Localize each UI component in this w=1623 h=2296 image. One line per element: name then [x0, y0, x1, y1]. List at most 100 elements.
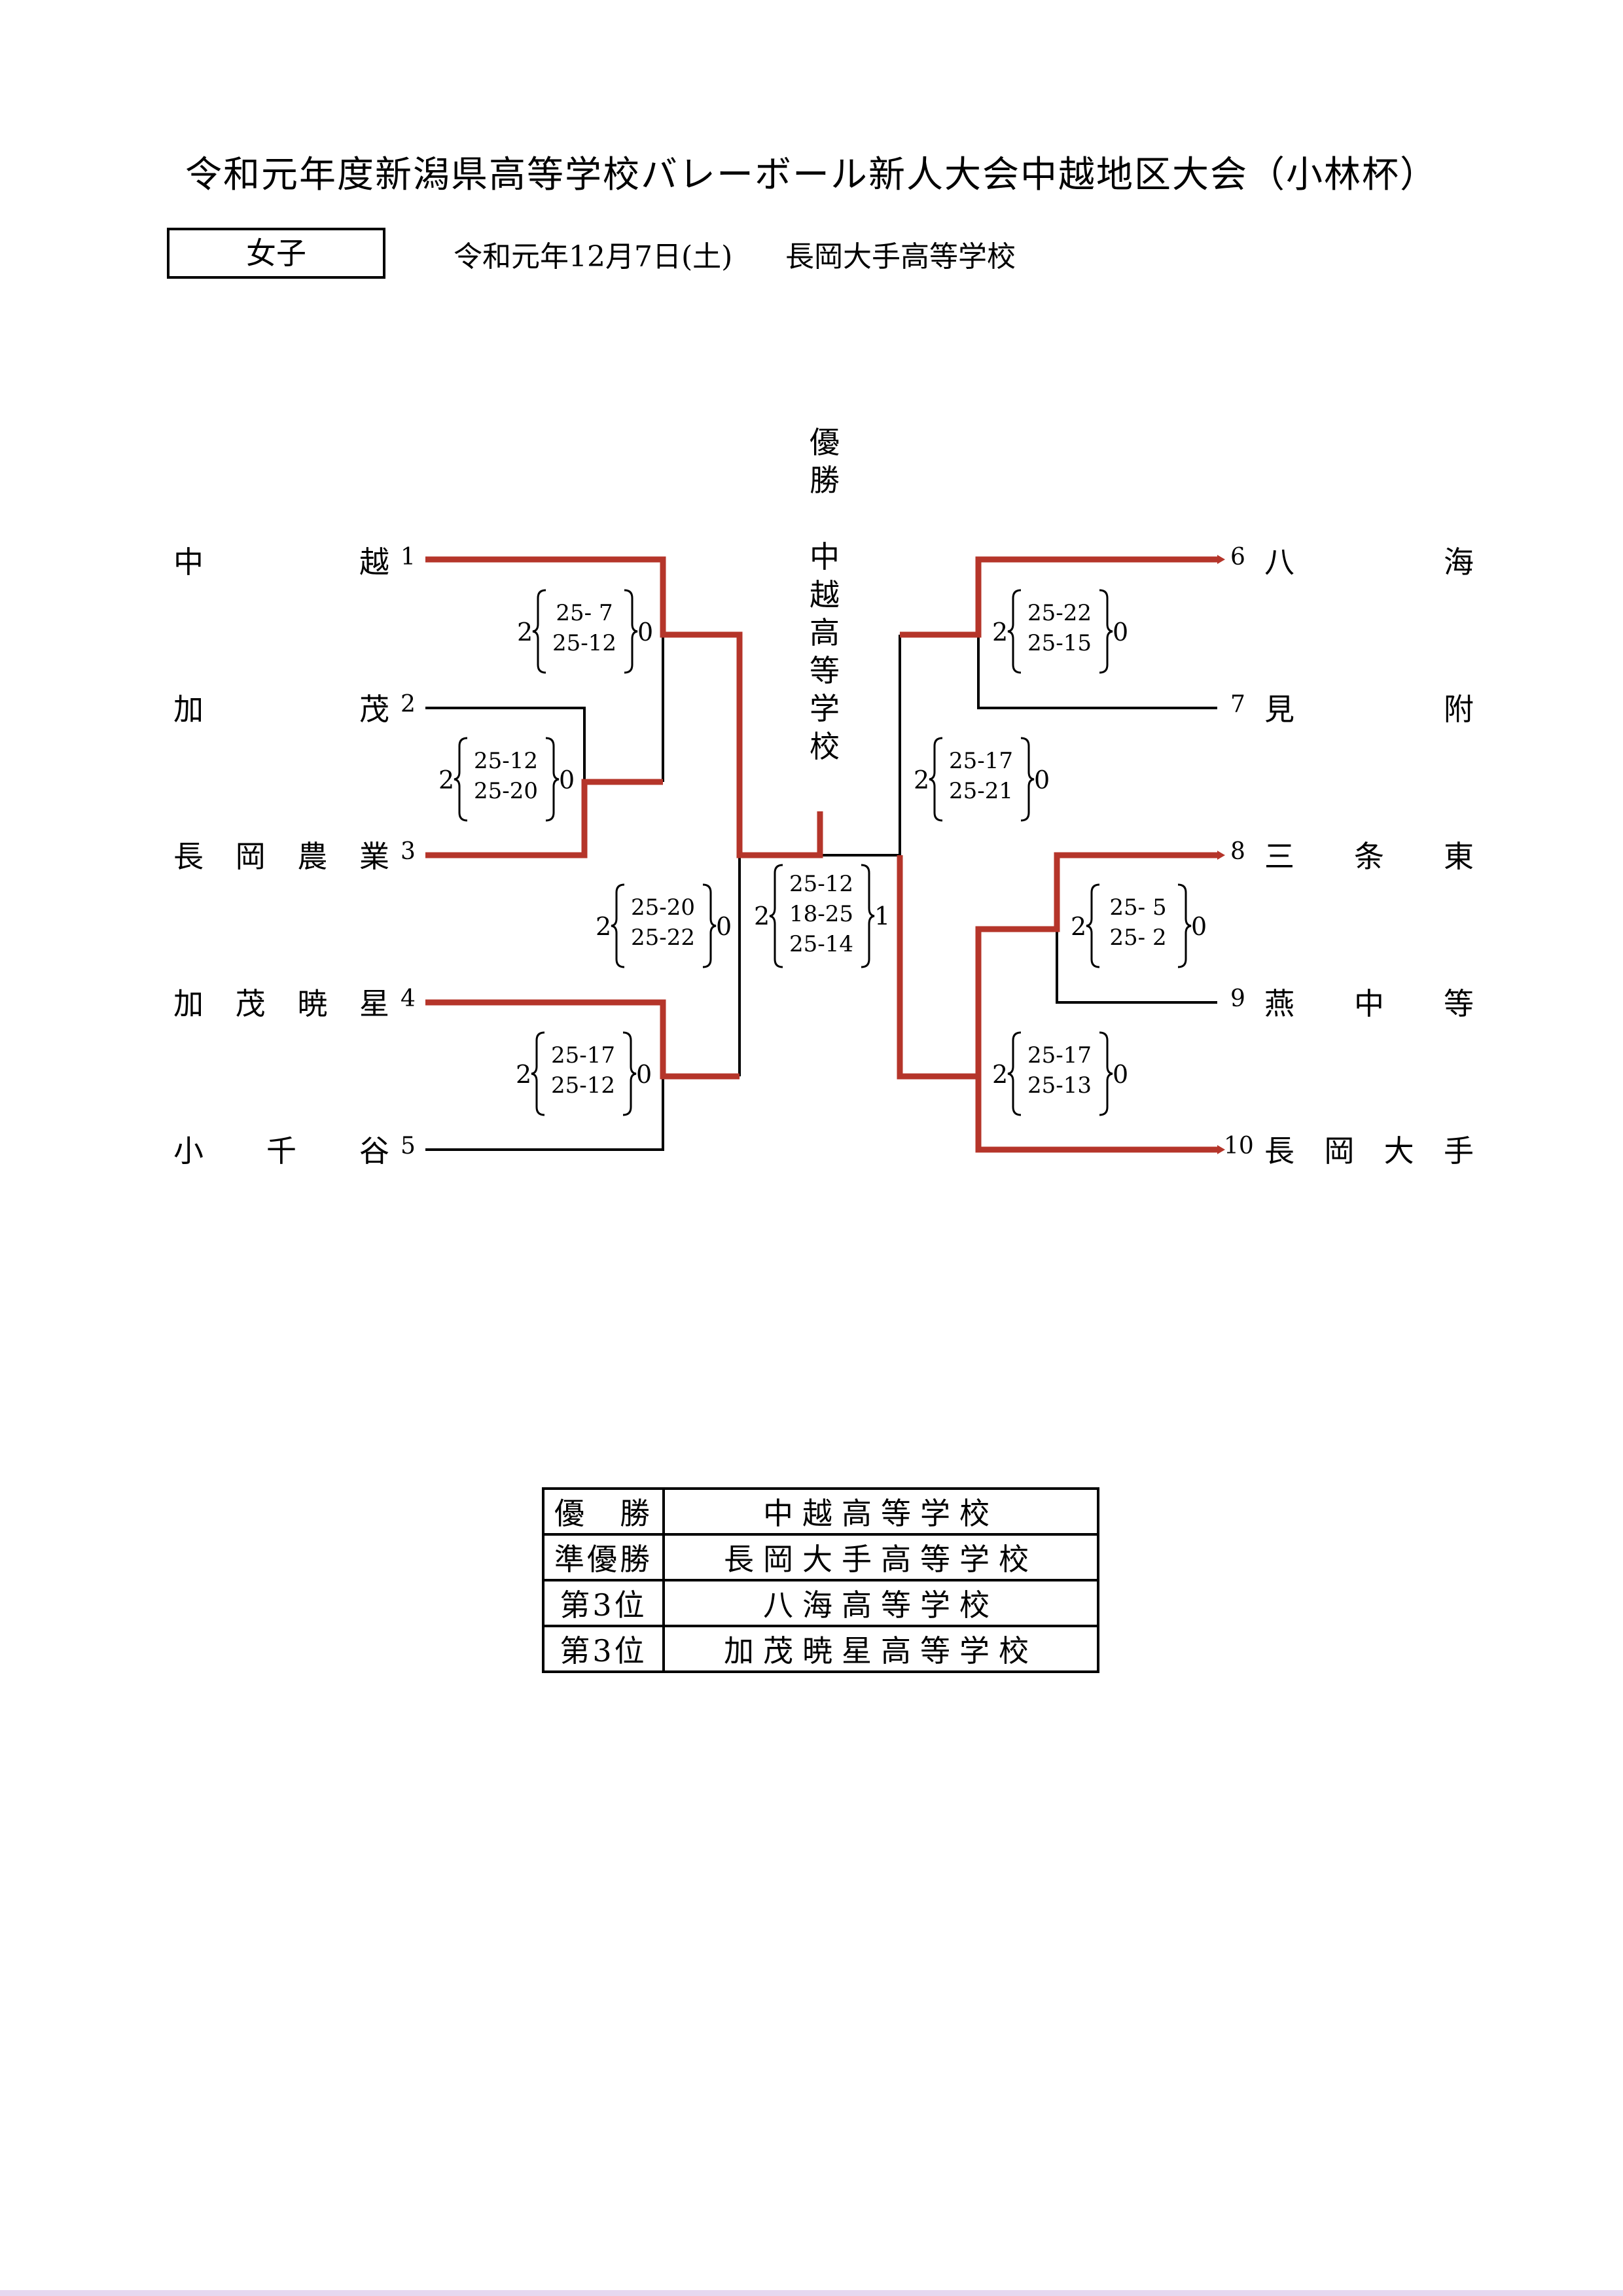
brace-left-icon	[532, 589, 546, 674]
bracket-line	[897, 855, 978, 1080]
games-won: 2	[1071, 912, 1087, 941]
team-right-8: 三 条 東	[1264, 833, 1474, 876]
team-left-2: 加 茂	[173, 686, 389, 729]
bracket-arrow-heads	[1217, 555, 1225, 1154]
set-score: 25-12	[552, 630, 616, 656]
seed-number: 3	[401, 838, 416, 865]
team-name-char: 燕	[1264, 986, 1294, 1021]
champion-school-char: 越	[810, 577, 840, 612]
games-won: 0	[637, 618, 654, 646]
bracket-line	[820, 635, 901, 857]
set-score: 25-12	[789, 871, 853, 897]
team-name-char: 条	[1354, 839, 1384, 874]
team-name-char: 八	[1264, 544, 1294, 580]
arrow-icon	[1217, 555, 1225, 564]
rank-school: 中越高等学校	[662, 1487, 1099, 1536]
set-score: 25-13	[1027, 1072, 1092, 1099]
seed-number: 9	[1230, 985, 1245, 1012]
set-score: 25-22	[1027, 600, 1092, 626]
team-name-char: 小	[173, 1133, 204, 1169]
brace-left-icon	[1007, 589, 1022, 674]
team-name-char: 附	[1444, 692, 1474, 727]
seed-number: 8	[1230, 838, 1245, 865]
seed-number: 4	[401, 985, 416, 1012]
team-name-char: 星	[359, 986, 389, 1021]
games-won: 0	[1113, 1060, 1129, 1089]
rank-school: 加茂暁星高等学校	[662, 1625, 1099, 1673]
event-venue: 長岡大手高等学校	[785, 240, 1016, 274]
team-right-10: 長 岡 大 手	[1264, 1127, 1474, 1171]
team-name-char: 三	[1264, 839, 1294, 874]
team-right-6: 八 海	[1264, 539, 1474, 582]
match-score-m4: 2 25-17 25-12 0	[516, 1031, 653, 1116]
rank-label: 優 勝	[542, 1487, 665, 1536]
table-row: 準優勝 長岡大手高等学校	[542, 1533, 1099, 1581]
set-score: 25-12	[550, 1072, 615, 1099]
match-score-m8: 2 25-17 25-13 0	[992, 1031, 1130, 1116]
champion-school-char: 中	[810, 539, 840, 574]
team-name-char: 茂	[235, 986, 266, 1021]
brace-left-icon	[454, 737, 468, 822]
team-name-char: 加	[173, 692, 204, 727]
games-won: 0	[559, 766, 575, 794]
games-won: 0	[1113, 618, 1129, 646]
table-row: 第3位 八海高等学校	[542, 1579, 1099, 1627]
rank-school: 長岡大手高等学校	[662, 1533, 1099, 1581]
bracket-line	[900, 556, 1217, 638]
seed-number: 10	[1224, 1133, 1254, 1159]
event-date: 令和元年12月7日(土)	[454, 240, 733, 274]
match-score-m3: 2 25-20 25-22 0	[596, 883, 733, 968]
team-name-char: 暁	[297, 986, 328, 1021]
seed-number: 7	[1230, 691, 1245, 718]
team-name-char: 岡	[235, 839, 266, 874]
bracket-loser-lines	[425, 635, 1217, 1151]
bracket-line	[1056, 929, 1217, 1004]
champion-school-char: 高	[810, 615, 840, 650]
champion-school-char: 校	[810, 729, 840, 764]
rank-label: 第3位	[542, 1625, 665, 1673]
match-score-m1: 2 25- 7 25-12 0	[517, 589, 654, 674]
bracket-line	[977, 635, 1217, 709]
team-name-char: 業	[359, 839, 389, 874]
rank-label: 第3位	[542, 1579, 665, 1627]
bracket-line	[425, 556, 823, 858]
team-name-char: 大	[1383, 1133, 1414, 1169]
seed-number: 1	[401, 544, 416, 571]
team-left-4: 加 茂 暁 星	[173, 980, 389, 1023]
team-left-5: 小 千 谷	[173, 1127, 389, 1171]
table-row: 優 勝 中越高等学校	[542, 1487, 1099, 1536]
brace-right-icon	[622, 1031, 637, 1116]
set-score: 25-21	[948, 778, 1013, 804]
team-name-char: 海	[1444, 544, 1474, 580]
team-name-char: 谷	[359, 1133, 389, 1169]
brace-right-icon	[1177, 883, 1192, 968]
games-won: 0	[1034, 766, 1050, 794]
bracket-line	[425, 707, 586, 782]
games-won: 0	[636, 1060, 652, 1089]
brace-right-icon	[1020, 737, 1035, 822]
team-name-char: 東	[1444, 839, 1474, 874]
games-won: 2	[914, 766, 930, 794]
match-score-final: 2 25-12 18-25 25-14 1	[754, 864, 891, 968]
games-won: 0	[716, 912, 732, 941]
table-row: 第3位 加茂暁星高等学校	[542, 1625, 1099, 1673]
team-name-char: 千	[266, 1133, 296, 1169]
rank-label: 準優勝	[542, 1533, 665, 1581]
seed-number: 6	[1230, 544, 1245, 571]
team-name-char: 長	[1264, 1133, 1294, 1169]
games-won: 2	[992, 1060, 1008, 1089]
match-score-m6: 2 25-17 25-21 0	[914, 737, 1051, 822]
category-label: 女子	[167, 228, 385, 279]
set-score: 25-12	[473, 748, 538, 774]
games-won: 2	[517, 618, 533, 646]
rank-school: 八海高等学校	[662, 1579, 1099, 1627]
team-name-char: 中	[1354, 986, 1384, 1021]
team-right-9: 燕 中 等	[1264, 980, 1474, 1023]
games-won: 2	[438, 766, 455, 794]
set-score: 25- 7	[556, 600, 613, 626]
team-name-char: 長	[173, 839, 204, 874]
match-score-m2: 2 25-12 25-20 0	[438, 737, 576, 822]
champion-school-char: 等	[810, 653, 840, 688]
page-bottom-edge	[0, 2290, 1623, 2296]
champion-label-char: 優	[810, 425, 840, 460]
